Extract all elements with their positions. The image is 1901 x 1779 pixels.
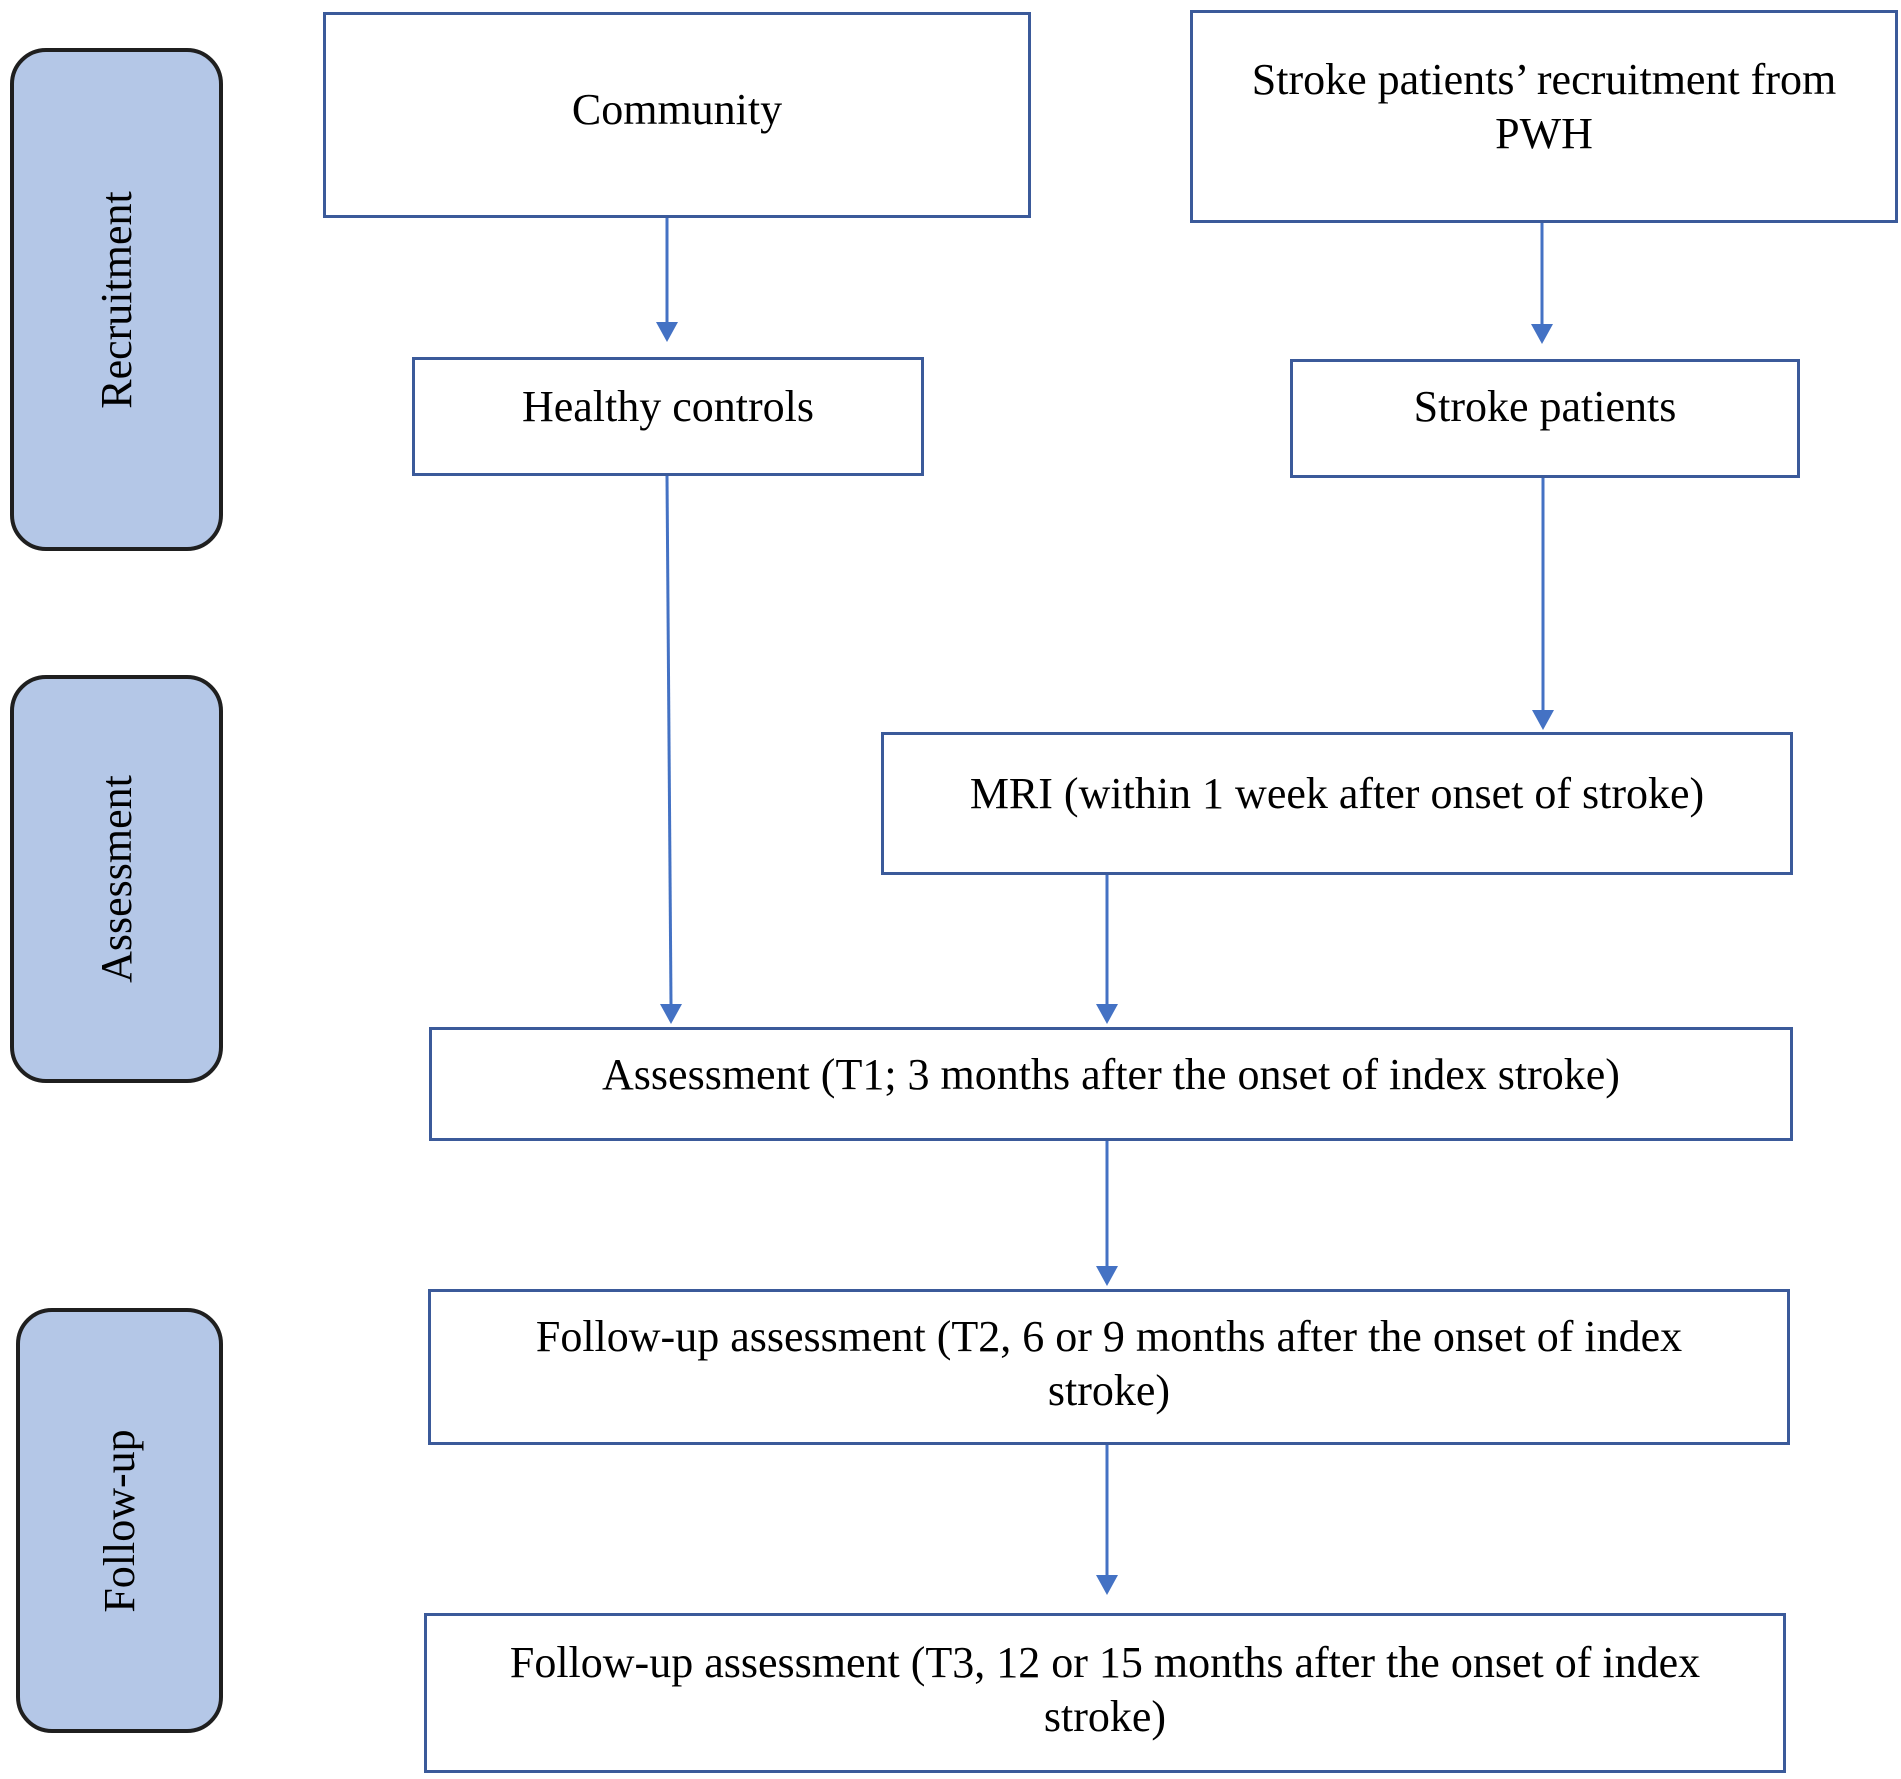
followup-t3-label: Follow-up assessment (T3, 12 or 15 month… bbox=[509, 1638, 1701, 1741]
stage-recruitment: Recruitment bbox=[10, 48, 223, 551]
followup-t3-box: Follow-up assessment (T3, 12 or 15 month… bbox=[424, 1613, 1786, 1773]
followup-t2-box: Follow-up assessment (T2, 6 or 9 months … bbox=[428, 1289, 1790, 1445]
assessment-t1-box: Assessment (T1; 3 months after the onset… bbox=[429, 1027, 1793, 1141]
stroke-recruitment-label: Stroke patients’ recruitment from PWH bbox=[1251, 55, 1837, 158]
arrow-healthy-to-assessment bbox=[660, 475, 682, 1024]
stage-assessment-label: Assessment bbox=[91, 775, 141, 983]
arrow-mri-to-assessment bbox=[1096, 875, 1118, 1024]
stage-followup: Follow-up bbox=[16, 1308, 223, 1733]
arrow-recruitment-to-stroke-patients bbox=[1531, 223, 1553, 344]
arrow-assessment-to-t2 bbox=[1096, 1141, 1118, 1286]
arrow-stroke-patients-to-mri bbox=[1532, 478, 1554, 730]
stage-followup-label: Follow-up bbox=[94, 1428, 144, 1613]
followup-t2-label: Follow-up assessment (T2, 6 or 9 months … bbox=[535, 1312, 1683, 1415]
arrow-t2-to-t3 bbox=[1096, 1445, 1118, 1595]
stage-recruitment-label: Recruitment bbox=[91, 190, 141, 409]
healthy-controls-label: Healthy controls bbox=[521, 382, 815, 431]
mri-label: MRI (within 1 week after onset of stroke… bbox=[969, 769, 1705, 818]
community-box: Community bbox=[323, 12, 1031, 218]
community-label: Community bbox=[571, 85, 783, 134]
assessment-t1-label: Assessment (T1; 3 months after the onset… bbox=[602, 1050, 1620, 1099]
stage-assessment: Assessment bbox=[10, 675, 223, 1083]
stroke-recruitment-box: Stroke patients’ recruitment from PWH bbox=[1190, 10, 1898, 223]
mri-box: MRI (within 1 week after onset of stroke… bbox=[881, 732, 1793, 875]
stroke-patients-label: Stroke patients bbox=[1413, 382, 1677, 431]
stroke-patients-box: Stroke patients bbox=[1290, 359, 1800, 478]
healthy-controls-box: Healthy controls bbox=[412, 357, 924, 476]
arrow-community-to-healthy bbox=[656, 218, 678, 342]
